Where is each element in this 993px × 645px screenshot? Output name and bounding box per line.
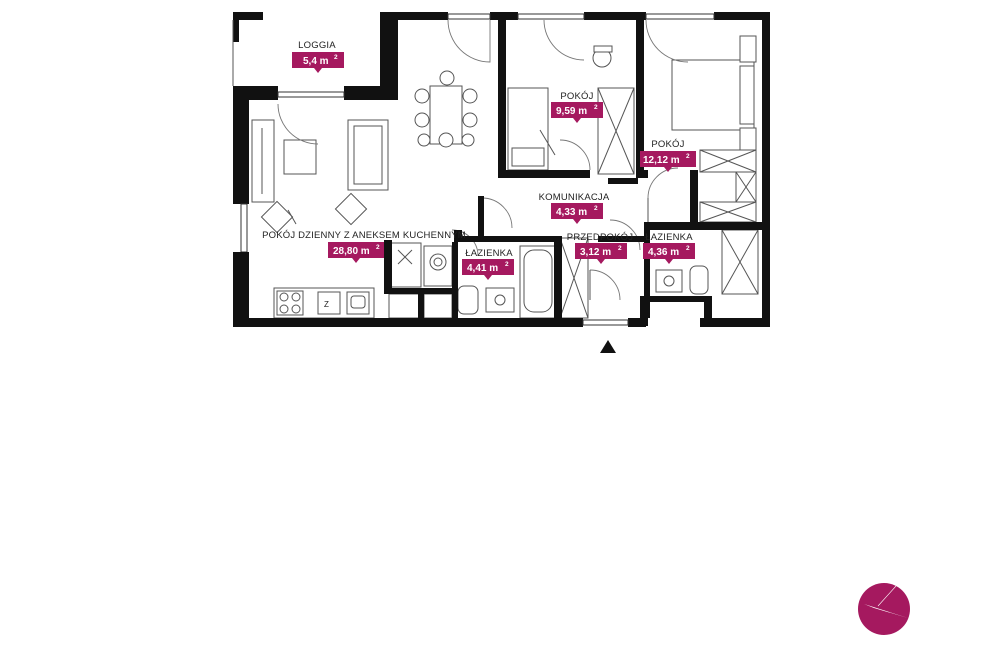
svg-text:4,41 m: 4,41 m [467, 263, 498, 274]
svg-text:2: 2 [686, 153, 690, 160]
svg-text:2: 2 [505, 261, 509, 268]
svg-text:ŁAZIENKA: ŁAZIENKA [465, 248, 513, 259]
svg-text:POKÓJ: POKÓJ [651, 139, 684, 150]
svg-text:2: 2 [334, 54, 338, 61]
room-label-komunikacja: KOMUNIKACJA 4,33 m 2 [539, 192, 610, 224]
room-label-lazienka-2: ŁAZIENKA 4,36 m 2 [643, 232, 695, 264]
svg-text:4,33 m: 4,33 m [556, 207, 587, 218]
room-label-pokoj-2: POKÓJ 12,12 m 2 [640, 139, 696, 172]
svg-text:12,12 m: 12,12 m [643, 155, 680, 166]
triangle-up-icon [600, 340, 616, 353]
room-label-pokoj-dzienny: POKÓJ DZIENNY Z ANEKSEM KUCHENNYM 28,80 … [262, 230, 466, 263]
svg-text:2: 2 [618, 245, 622, 252]
svg-text:3,12 m: 3,12 m [580, 247, 611, 258]
svg-text:5,4 m: 5,4 m [303, 56, 329, 67]
svg-text:2: 2 [686, 245, 690, 252]
svg-text:4,36 m: 4,36 m [648, 247, 679, 258]
svg-text:Z: Z [324, 300, 329, 309]
svg-text:28,80 m: 28,80 m [333, 246, 370, 257]
svg-text:2: 2 [594, 104, 598, 111]
furniture: Z [251, 35, 759, 319]
svg-text:9,59 m: 9,59 m [556, 106, 587, 117]
room-label-pokoj-1: POKÓJ 9,59 m 2 [551, 91, 603, 123]
svg-text:KOMUNIKACJA: KOMUNIKACJA [539, 192, 610, 203]
svg-text:POKÓJ DZIENNY Z ANEKSEM KUCHEN: POKÓJ DZIENNY Z ANEKSEM KUCHENNYM [262, 230, 466, 241]
compass-icon [858, 583, 910, 635]
room-label-loggia: LOGGIA 5,4 m 2 [292, 40, 344, 73]
svg-text:2: 2 [376, 244, 380, 251]
room-label-przedpokoj: PRZEDPOKÓJ 3,12 m 2 [567, 232, 633, 264]
svg-text:LOGGIA: LOGGIA [298, 40, 336, 51]
svg-text:POKÓJ: POKÓJ [560, 91, 593, 102]
svg-text:PRZEDPOKÓJ: PRZEDPOKÓJ [567, 232, 633, 243]
room-label-lazienka-1: ŁAZIENKA 4,41 m 2 [462, 248, 514, 280]
svg-text:ŁAZIENKA: ŁAZIENKA [645, 232, 693, 243]
walls [232, 12, 770, 327]
svg-text:2: 2 [594, 205, 598, 212]
